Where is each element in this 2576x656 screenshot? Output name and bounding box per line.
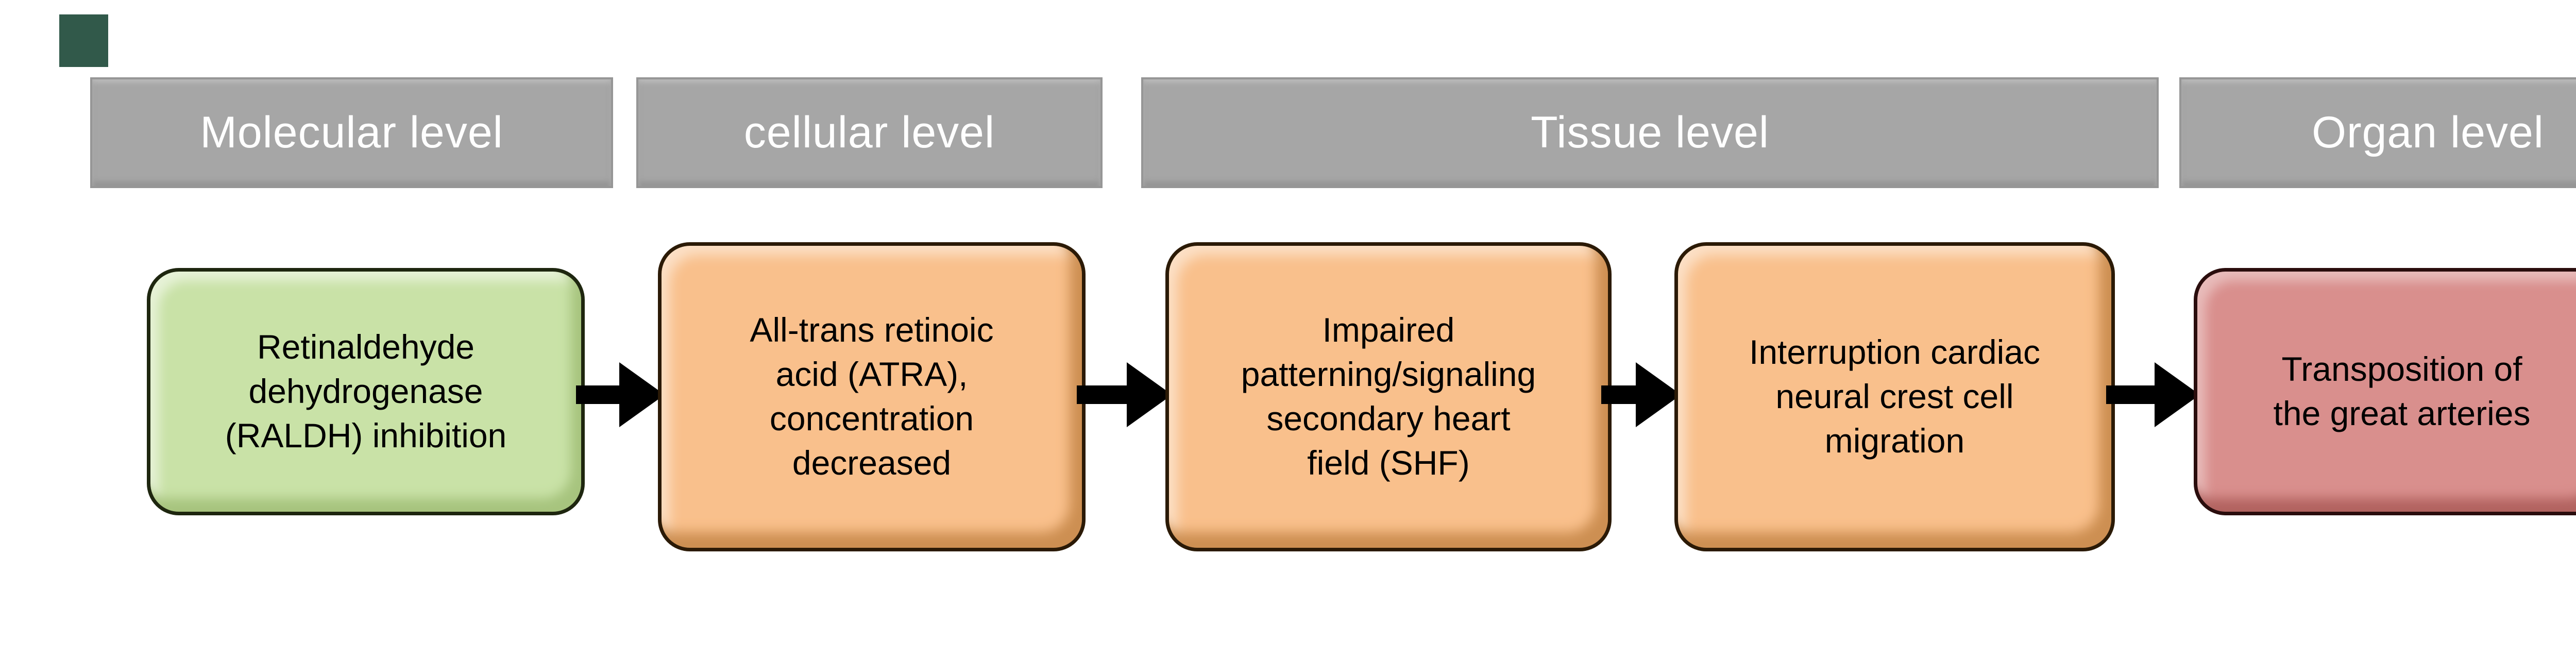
node-raldh-inhibition: Retinaldehyde dehydrogenase (RALDH) inhi… bbox=[147, 268, 585, 515]
arrow-head bbox=[1127, 362, 1172, 427]
arrow-shaft bbox=[2106, 385, 2155, 404]
node-neural-crest-cell-migration-text: Interruption cardiac neural crest cell m… bbox=[1749, 333, 2040, 460]
arrow-head bbox=[2155, 362, 2200, 427]
corner-accent bbox=[59, 14, 108, 67]
arrow-shaft bbox=[1601, 385, 1636, 404]
arrow-shaft bbox=[576, 385, 619, 404]
node-neural-crest-cell-migration: Interruption cardiac neural crest cell m… bbox=[1674, 242, 2115, 551]
node-raldh-inhibition-text: Retinaldehyde dehydrogenase (RALDH) inhi… bbox=[225, 328, 507, 455]
arrow-shaft bbox=[1077, 385, 1127, 404]
node-transposition-great-arteries: Transposition of the great arteries bbox=[2194, 268, 2576, 515]
level-bar-molecular-label: Molecular level bbox=[200, 108, 503, 157]
flow-arrow-icon bbox=[576, 362, 665, 427]
node-transposition-great-arteries-text: Transposition of the great arteries bbox=[2273, 350, 2531, 432]
flow-arrow-icon bbox=[2106, 362, 2200, 427]
arrow-head bbox=[1636, 362, 1681, 427]
arrow-head bbox=[619, 362, 665, 427]
flow-arrow-icon bbox=[1601, 362, 1681, 427]
node-impaired-shf-signaling: Impaired patterning/signaling secondary … bbox=[1165, 242, 1612, 551]
level-bar-organ: Organ level bbox=[2179, 77, 2576, 188]
level-bar-cellular-label: cellular level bbox=[743, 108, 995, 157]
flow-arrow-icon bbox=[1077, 362, 1172, 427]
level-bar-tissue-label: Tissue level bbox=[1531, 108, 1769, 157]
node-atra-concentration-decreased-text: All-trans retinoic acid (ATRA), concentr… bbox=[750, 311, 994, 482]
node-atra-concentration-decreased: All-trans retinoic acid (ATRA), concentr… bbox=[658, 242, 1086, 551]
level-bar-organ-label: Organ level bbox=[2312, 108, 2544, 157]
level-bar-molecular: Molecular level bbox=[90, 77, 613, 188]
level-bar-tissue: Tissue level bbox=[1141, 77, 2159, 188]
level-bar-cellular: cellular level bbox=[636, 77, 1103, 188]
node-impaired-shf-signaling-text: Impaired patterning/signaling secondary … bbox=[1241, 311, 1536, 482]
